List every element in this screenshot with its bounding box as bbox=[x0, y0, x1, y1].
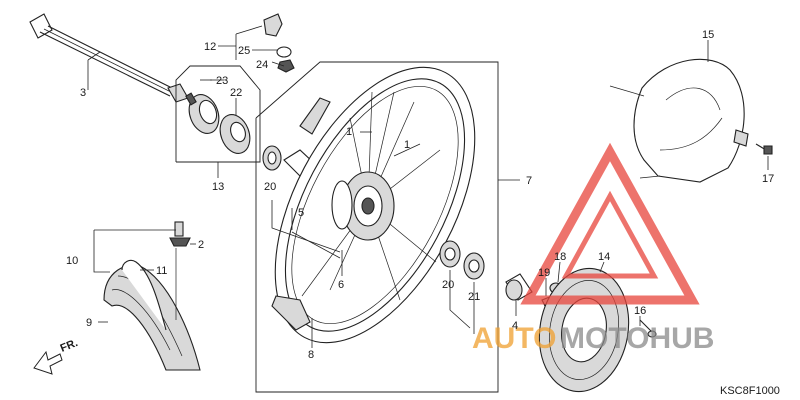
callout-labels: 1 1 2 3 4 5 6 7 8 9 10 11 12 13 14 15 16… bbox=[66, 29, 774, 361]
callout-18: 18 bbox=[554, 251, 566, 263]
watermark: AUTO MOTOHUB bbox=[472, 142, 714, 355]
callout-10: 10 bbox=[66, 255, 78, 267]
inner-tube bbox=[121, 259, 167, 331]
front-axle bbox=[29, 13, 189, 103]
tube-valve bbox=[169, 221, 191, 320]
diagram-code: KSC8F1000 bbox=[720, 385, 780, 397]
callout-6: 6 bbox=[338, 279, 344, 291]
watermark-text-orange: AUTO bbox=[472, 322, 556, 355]
callout-14: 14 bbox=[598, 251, 610, 263]
disc-bolts bbox=[639, 319, 657, 338]
callout-22: 22 bbox=[230, 87, 242, 99]
callout-17: 17 bbox=[762, 173, 774, 185]
wheel-group-frame bbox=[255, 61, 499, 393]
cover-bolt bbox=[755, 143, 773, 155]
callout-1a: 1 bbox=[346, 126, 352, 138]
direction-arrow bbox=[33, 350, 63, 375]
callout-25: 25 bbox=[238, 45, 250, 57]
front-tire bbox=[103, 264, 201, 371]
callout-9: 9 bbox=[86, 317, 92, 329]
callout-15: 15 bbox=[702, 29, 714, 41]
leader-lines bbox=[87, 25, 769, 348]
callout-23: 23 bbox=[216, 75, 228, 87]
callout-16: 16 bbox=[634, 305, 646, 317]
callout-1b: 1 bbox=[404, 139, 410, 151]
spacer-left bbox=[262, 145, 282, 171]
callout-20b: 20 bbox=[442, 279, 454, 291]
callout-2: 2 bbox=[198, 239, 204, 251]
callout-7: 7 bbox=[526, 175, 532, 187]
callout-19: 19 bbox=[538, 267, 550, 279]
callout-13: 13 bbox=[212, 181, 224, 193]
callout-12: 12 bbox=[204, 41, 216, 53]
callout-20a: 20 bbox=[264, 181, 276, 193]
direction-label: FR. bbox=[59, 337, 80, 355]
callout-8: 8 bbox=[308, 349, 314, 361]
bearings-right bbox=[439, 240, 485, 280]
hub-left-group bbox=[175, 65, 261, 163]
brake-caliper-bolts bbox=[263, 13, 295, 73]
callout-4: 4 bbox=[512, 320, 518, 332]
side-collar bbox=[505, 273, 533, 301]
watermark-text-gray: MOTOHUB bbox=[560, 322, 714, 355]
callout-3: 3 bbox=[80, 87, 86, 99]
callout-5: 5 bbox=[298, 207, 304, 219]
front-wheel bbox=[271, 66, 476, 344]
disc-cover bbox=[609, 58, 749, 183]
callout-11: 11 bbox=[156, 265, 167, 277]
callout-21: 21 bbox=[468, 291, 480, 303]
callout-24: 24 bbox=[256, 59, 268, 71]
